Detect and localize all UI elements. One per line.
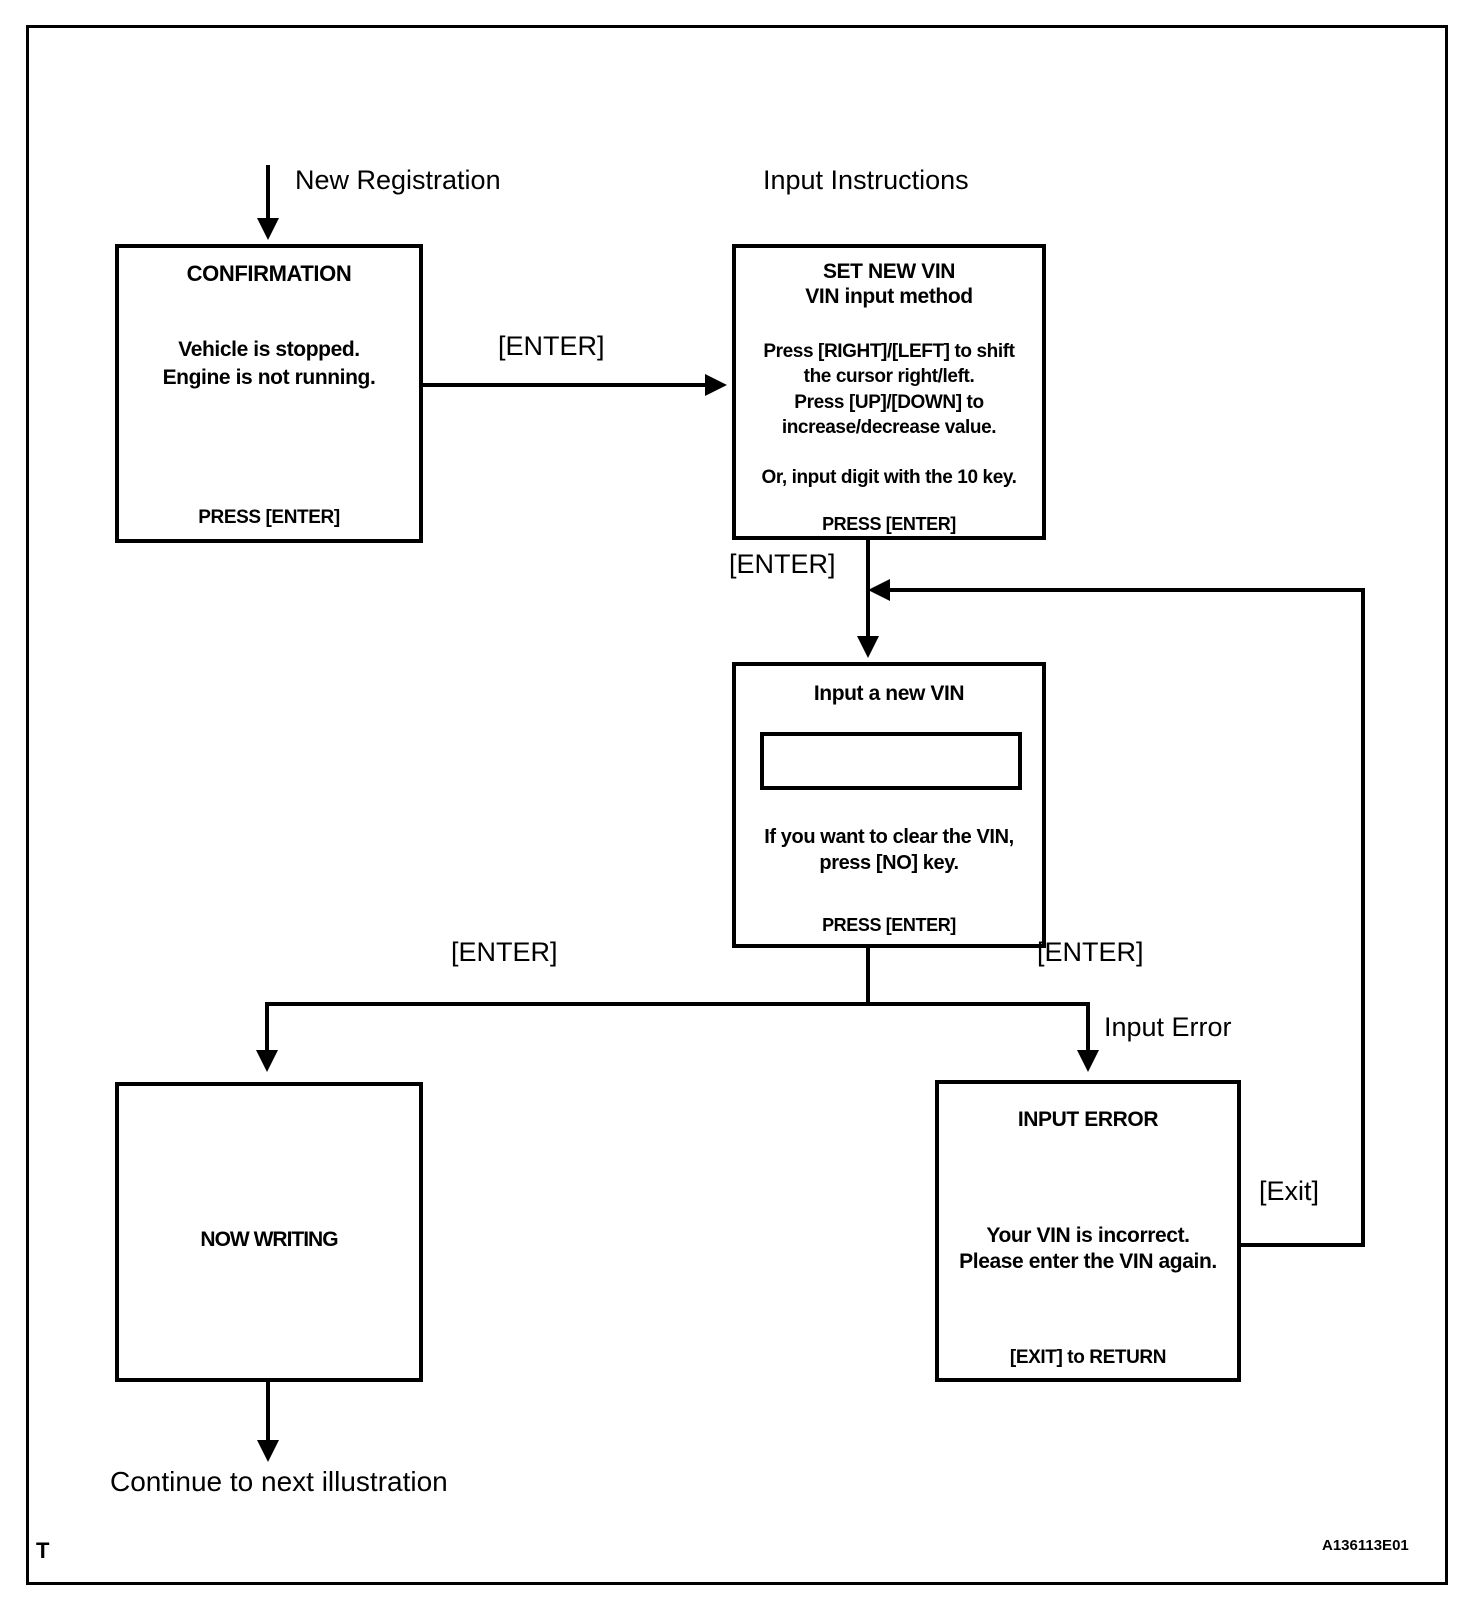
screen-set-new-vin[interactable]: SET NEW VIN VIN input method Press [RIGH…	[732, 244, 1046, 540]
input-error-line-1: Your VIN is incorrect.	[986, 1224, 1190, 1247]
branch-stem-line	[866, 948, 870, 1006]
confirmation-footer: PRESS [ENTER]	[198, 507, 340, 528]
setvin-body-5: Or, input digit with the 10 key.	[761, 467, 1017, 488]
confirmation-line-1: Vehicle is stopped.	[178, 338, 360, 361]
label-input-instructions: Input Instructions	[763, 165, 969, 195]
figure-frame	[26, 25, 1448, 1585]
inputvin-body-2: press [NO] key.	[819, 852, 959, 874]
screen-confirmation[interactable]: CONFIRMATION Vehicle is stopped. Engine …	[115, 244, 423, 543]
connector-arrowhead-icon	[705, 374, 727, 396]
input-error-footer: [EXIT] to RETURN	[1009, 1347, 1167, 1368]
inputvin-footer: PRESS [ENTER]	[822, 915, 956, 935]
label-enter-2: [ENTER]	[729, 549, 836, 579]
input-error-title: INPUT ERROR	[1017, 1108, 1159, 1131]
branch-right-arrowhead-icon	[1077, 1050, 1099, 1072]
now-writing-title: NOW WRITING	[200, 1228, 338, 1251]
label-exit: [Exit]	[1259, 1176, 1320, 1206]
entry-arrowhead-icon	[257, 218, 279, 240]
setvin-body-4: increase/decrease value.	[781, 417, 997, 438]
input-error-line-2: Please enter the VIN again.	[959, 1250, 1217, 1273]
label-enter-left: [ENTER]	[451, 937, 558, 967]
screen-input-new-vin[interactable]: Input a new VIN If you want to clear the…	[732, 662, 1046, 948]
label-enter-1: [ENTER]	[498, 331, 605, 361]
corner-mark: T	[36, 1538, 50, 1563]
setvin-footer: PRESS [ENTER]	[822, 514, 956, 534]
return-loop-arrowhead-icon	[868, 579, 890, 601]
continue-arrowhead-icon	[257, 1440, 279, 1462]
return-loop-right-line	[1361, 588, 1365, 1247]
label-continue: Continue to next illustration	[110, 1466, 448, 1497]
label-new-registration: New Registration	[295, 165, 501, 195]
setvin-title-2: VIN input method	[805, 285, 973, 308]
setvin-body-2: the cursor right/left.	[803, 366, 975, 387]
confirmation-title: CONFIRMATION	[186, 261, 352, 286]
screen-now-writing[interactable]: NOW WRITING	[115, 1082, 423, 1382]
setvin-body-1: Press [RIGHT]/[LEFT] to shift	[763, 341, 1015, 362]
vin-input-field[interactable]	[760, 732, 1022, 790]
return-loop-top-line	[888, 588, 1365, 592]
screen-input-error[interactable]: INPUT ERROR Your VIN is incorrect. Pleas…	[935, 1080, 1241, 1382]
connector-confirmation-to-setvin	[423, 383, 707, 387]
connector-arrowhead-icon	[857, 636, 879, 658]
setvin-body-3: Press [UP]/[DOWN] to	[794, 392, 984, 413]
branch-horizontal-line	[265, 1002, 1090, 1006]
return-loop-bottom-line	[1241, 1243, 1365, 1247]
inputvin-title: Input a new VIN	[813, 682, 965, 705]
branch-left-arrowhead-icon	[256, 1050, 278, 1072]
label-input-error: Input Error	[1104, 1012, 1232, 1042]
confirmation-line-2: Engine is not running.	[162, 366, 376, 389]
inputvin-body-1: If you want to clear the VIN,	[764, 826, 1014, 848]
connector-now-writing-to-continue	[266, 1382, 270, 1444]
branch-left-line	[265, 1002, 269, 1054]
part-code: A136113E01	[1322, 1537, 1409, 1554]
branch-right-line	[1086, 1002, 1090, 1054]
setvin-title-1: SET NEW VIN	[822, 260, 956, 283]
label-enter-right: [ENTER]	[1037, 937, 1144, 967]
entry-connector-line	[266, 165, 270, 220]
